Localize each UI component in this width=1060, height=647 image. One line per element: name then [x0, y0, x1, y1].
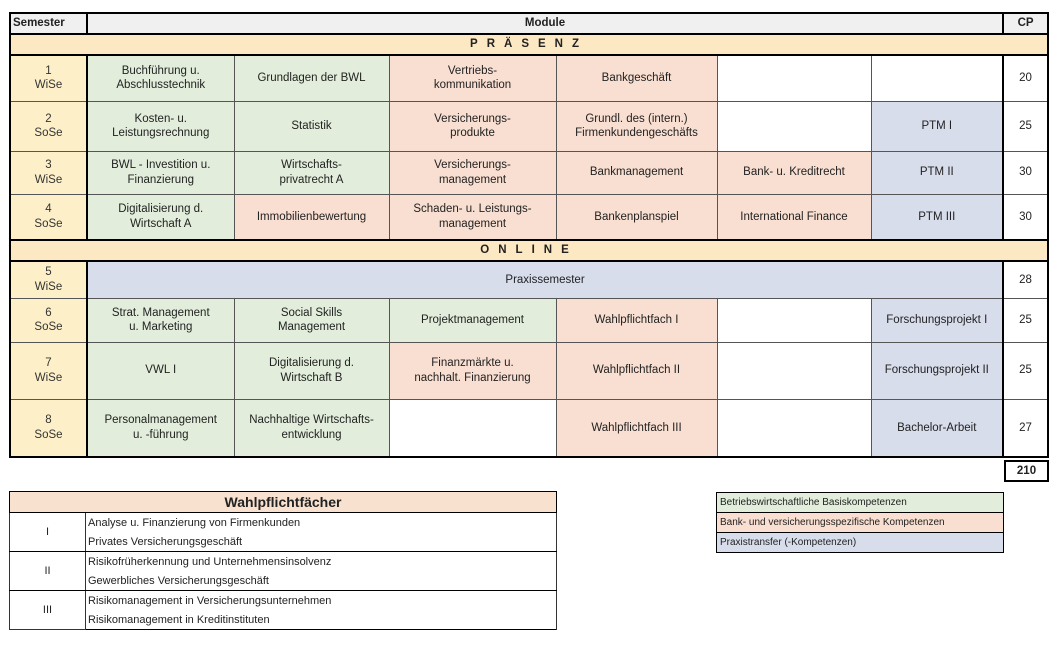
module-cell: Schaden- u. Leistungs- management [388, 193, 557, 241]
module-cell: Strat. Management u. Marketing [86, 297, 235, 343]
legend-praxis: Praxistransfer (-Kompetenzen) [716, 532, 1004, 553]
module-cell: Versicherungs- management [388, 150, 557, 195]
cp-cell: 25 [1002, 341, 1050, 400]
module-cell [716, 297, 872, 343]
cp-cell: 20 [1002, 54, 1050, 102]
module-cell: Bankenplanspiel [555, 193, 718, 241]
module-cell: Versicherungs- produkte [388, 100, 557, 152]
module-cell: Nachhaltige Wirtschafts- entwicklung [233, 398, 390, 458]
module-cell: Immobilienbewertung [233, 193, 390, 241]
cp-cell: 30 [1002, 150, 1050, 195]
module-cell: Social Skills Management [233, 297, 390, 343]
module-cell: Wahlpflichtfach I [555, 297, 718, 343]
module-cell [716, 100, 872, 152]
section-row-online: ONLINE [8, 239, 1050, 262]
section-row-praesenz: PRÄSENZ [8, 33, 1050, 56]
cp-cell: 30 [1002, 193, 1050, 241]
legend-basis: Betriebswirtschaftliche Basiskompetenzen [716, 492, 1004, 512]
cp-cell: 28 [1002, 260, 1050, 299]
section-praesenz: PRÄSENZ [8, 33, 1050, 56]
module-cell: Forschungsprojekt I [870, 297, 1004, 343]
module-cell: Personalmanagement u. -führung [86, 398, 235, 458]
elective-item: Risikofrüherkennung und Unternehmensinso… [85, 551, 557, 571]
module-cell: Wirtschafts- privatrecht A [233, 150, 390, 195]
group-number: III [9, 590, 86, 630]
module-cell: Bankgeschäft [555, 54, 718, 102]
semester-header: Semester [9, 12, 88, 35]
header-row: Semester Module CP [9, 12, 1050, 35]
module-cell: Grundlagen der BWL [233, 54, 390, 102]
module-cell: VWL I [86, 341, 235, 400]
wahlpflicht-title: Wahlpflichtfächer [9, 491, 557, 513]
module-cell: Projektmanagement [388, 297, 557, 343]
module-cell: Wahlpflichtfach II [555, 341, 718, 400]
elective-item: Risikomanagement in Kreditinstituten [85, 610, 557, 630]
module-cell: Finanzmärkte u. nachhalt. Finanzierung [388, 341, 557, 400]
module-header: Module [85, 12, 1005, 35]
color-legend: Betriebswirtschaftliche Basiskompetenzen… [716, 492, 1004, 553]
elective-item: Analyse u. Finanzierung von Firmenkunden [85, 512, 557, 532]
praxissemester-cell: Praxissemester [86, 260, 1004, 299]
total-cp: 210 [1004, 460, 1049, 482]
module-cell: Vertriebs- kommunikation [388, 54, 557, 102]
cp-header: CP [1002, 12, 1050, 35]
module-cell [388, 398, 557, 458]
cp-cell: 27 [1002, 398, 1050, 458]
group-number: I [9, 512, 86, 552]
module-cell: Forschungsprojekt II [870, 341, 1004, 400]
module-cell [870, 54, 1004, 102]
module-cell: Digitalisierung d. Wirtschaft B [233, 341, 390, 400]
module-cell: PTM III [870, 193, 1004, 241]
elective-item: Gewerbliches Versicherungsgeschäft [85, 571, 557, 591]
module-cell: International Finance [716, 193, 872, 241]
elective-item: Privates Versicherungsgeschäft [85, 532, 557, 552]
cp-cell: 25 [1002, 100, 1050, 152]
legend-bank: Bank- und versicherungsspezifische Kompe… [716, 512, 1004, 532]
module-cell: Bankmanagement [555, 150, 718, 195]
module-cell: PTM II [870, 150, 1004, 195]
cp-cell: 25 [1002, 297, 1050, 343]
module-cell: Bank- u. Kreditrecht [716, 150, 872, 195]
module-cell: Wahlpflichtfach III [555, 398, 718, 458]
module-cell: Buchführung u. Abschlusstechnik [86, 54, 235, 102]
module-cell: Kosten- u. Leistungsrechnung [86, 100, 235, 152]
module-cell: BWL - Investition u. Finanzierung [86, 150, 235, 195]
group-number: II [9, 551, 86, 591]
section-online: ONLINE [8, 239, 1050, 262]
module-cell [716, 54, 872, 102]
module-cell [716, 398, 872, 458]
module-cell: Bachelor-Arbeit [870, 398, 1004, 458]
wahlpflicht-table: Wahlpflichtfächer I Analyse u. Finanzier… [9, 491, 557, 630]
module-cell: PTM I [870, 100, 1004, 152]
module-cell: Digitalisierung d. Wirtschaft A [86, 193, 235, 241]
elective-item: Risikomanagement in Versicherungsunterne… [85, 590, 557, 610]
module-cell: Statistik [233, 100, 390, 152]
module-cell: Grundl. des (intern.) Firmenkundengeschä… [555, 100, 718, 152]
module-cell [716, 341, 872, 400]
